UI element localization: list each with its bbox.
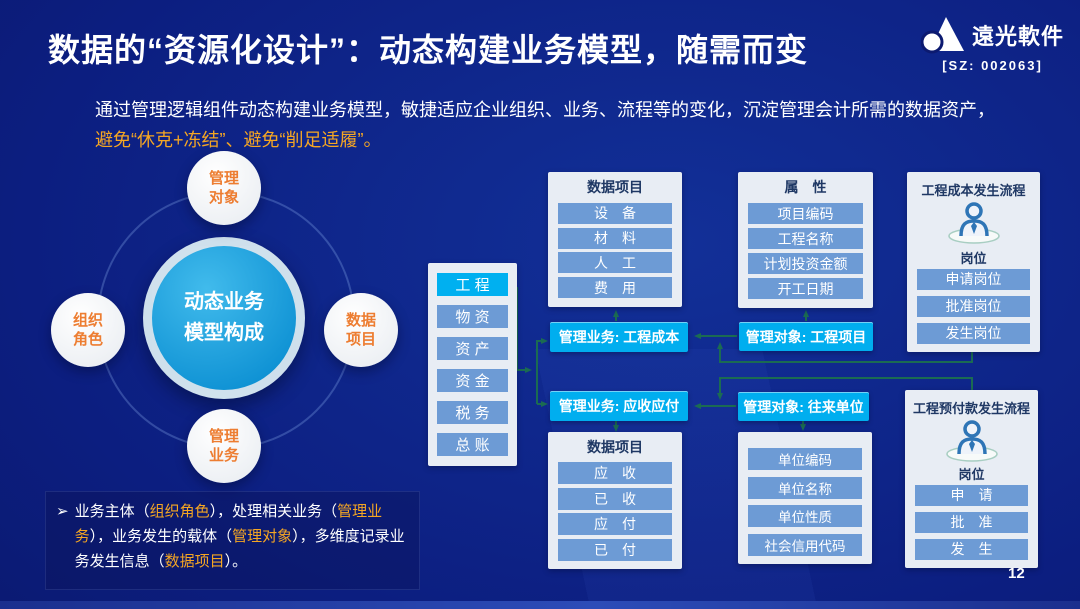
footer-bar xyxy=(0,601,1080,609)
list-item: 应 收 xyxy=(558,462,672,485)
prepay-process-panel: 工程预付款发生流程 岗位 申 请批 准发 生 xyxy=(905,390,1038,568)
company-logo: 遠光軟件 [SZ: 002063] xyxy=(920,15,1064,73)
list-item: 申请岗位 xyxy=(917,268,1030,290)
list-item: 发 生 xyxy=(915,538,1028,560)
panel-title: 工程成本发生流程 xyxy=(921,183,1026,198)
list-item: 资 产 xyxy=(437,337,508,360)
person-icon xyxy=(945,419,998,462)
unit-attributes-panel: 单位编码单位名称单位性质社会信用代码 xyxy=(738,432,872,564)
module-list: 工 程物 资资 产资 金税 务总 账 xyxy=(428,263,517,466)
data-items-panel-top: 数据项目 设 备材 料人 工费 用 xyxy=(548,172,682,307)
list-item: 发生岗位 xyxy=(917,322,1030,344)
list-item: 材 料 xyxy=(558,227,672,249)
list-item: 费 用 xyxy=(558,277,672,299)
list-item: 单位名称 xyxy=(748,476,862,499)
link-biz-ar-ap: 管理业务: 应收应付 xyxy=(550,391,688,421)
list-item: 批 准 xyxy=(915,511,1028,533)
list-item: 已 收 xyxy=(558,487,672,510)
link-obj-counterparty: 管理对象: 往来单位 xyxy=(738,392,869,421)
link-biz-cost: 管理业务: 工程成本 xyxy=(550,322,688,352)
list-item: 批准岗位 xyxy=(917,295,1030,317)
satellite-org-role: 组织角色 xyxy=(51,293,125,367)
list-item: 资 金 xyxy=(437,369,508,392)
link-obj-project: 管理对象: 工程项目 xyxy=(739,322,873,351)
note: ➢ 业务主体（组织角色），处理相关业务（管理业务），业务发生的载体（管理对象），… xyxy=(56,499,412,574)
intro-line2: 避免“休克+冻结”、避免“削足适履”。 xyxy=(95,130,382,150)
logo-icon xyxy=(920,17,964,54)
intro-line1: 通过管理逻辑组件动态构建业务模型，敏捷适应企业组织、业务、流程等的变化，沉淀管理… xyxy=(95,100,995,120)
note-text-segment: ）。 xyxy=(224,553,248,570)
note-term: 管理业务 xyxy=(74,503,383,545)
center-circle: 动态业务 模型构成 xyxy=(143,237,305,399)
list-item: 单位性质 xyxy=(748,505,862,528)
cost-process-panel: 工程成本发生流程 岗位 申请岗位批准岗位发生岗位 xyxy=(907,172,1040,352)
panel-title: 工程预付款发生流程 xyxy=(913,401,1031,416)
list-item: 税 务 xyxy=(437,401,508,424)
note-text-segment: 业务主体（ xyxy=(74,503,150,520)
list-item: 单位编码 xyxy=(748,448,862,470)
person-icon xyxy=(947,202,1000,245)
note-term: 管理对象 xyxy=(232,528,293,545)
intro-text: 通过管理逻辑组件动态构建业务模型，敏捷适应企业组织、业务、流程等的变化，沉淀管理… xyxy=(95,95,1035,155)
list-item: 社会信用代码 xyxy=(748,533,862,556)
list-item: 总 账 xyxy=(437,433,508,456)
role-label: 岗位 xyxy=(958,467,985,483)
list-item: 已 付 xyxy=(558,538,672,561)
note-term: 组织角色 xyxy=(149,503,210,520)
list-item: 工程名称 xyxy=(748,228,863,249)
list-item: 设 备 xyxy=(558,202,672,224)
list-item: 物 资 xyxy=(437,305,508,328)
satellite-management-object: 管理对象 xyxy=(187,151,261,225)
note-text-segment: ），多维度记录业务发生信息（ xyxy=(74,528,405,570)
note-panel xyxy=(45,491,420,590)
role-label: 岗位 xyxy=(960,250,987,266)
center-line1: 动态业务 xyxy=(184,291,264,313)
panel-title: 属 性 xyxy=(784,179,827,195)
panel-title: 数据项目 xyxy=(587,439,643,455)
bullet-icon: ➢ xyxy=(56,503,69,520)
list-item: 应 付 xyxy=(558,513,672,536)
stock-code: [SZ: 002063] xyxy=(942,58,1043,73)
list-item: 人 工 xyxy=(558,252,672,274)
page-title: 数据的“资源化设计”：动态构建业务模型，随需而变 xyxy=(48,32,809,68)
center-line2: 模型构成 xyxy=(184,322,264,344)
list-item: 工 程 xyxy=(437,273,508,296)
panel-title: 数据项目 xyxy=(587,179,643,195)
data-items-panel-bottom: 数据项目 应 收已 收应 付已 付 xyxy=(548,432,682,569)
list-item: 开工日期 xyxy=(748,278,863,299)
list-item: 项目编码 xyxy=(748,203,863,224)
satellite-data-item: 数据项目 xyxy=(324,293,398,367)
list-item: 申 请 xyxy=(915,484,1028,506)
satellite-management-business: 管理业务 xyxy=(187,409,261,483)
note-text-segment: ），处理相关业务（ xyxy=(209,503,338,520)
note-text-segment: ），业务发生的载体（ xyxy=(89,528,233,545)
attributes-panel: 属 性 项目编码工程名称计划投资金额开工日期 xyxy=(738,172,873,308)
page-number: 12 xyxy=(1008,565,1025,582)
note-text: 业务主体（组织角色），处理相关业务（管理业务），业务发生的载体（管理对象），多维… xyxy=(75,499,412,574)
note-term: 数据项目 xyxy=(164,553,225,570)
logo-text: 遠光軟件 xyxy=(971,24,1064,49)
list-item: 计划投资金额 xyxy=(748,253,863,274)
